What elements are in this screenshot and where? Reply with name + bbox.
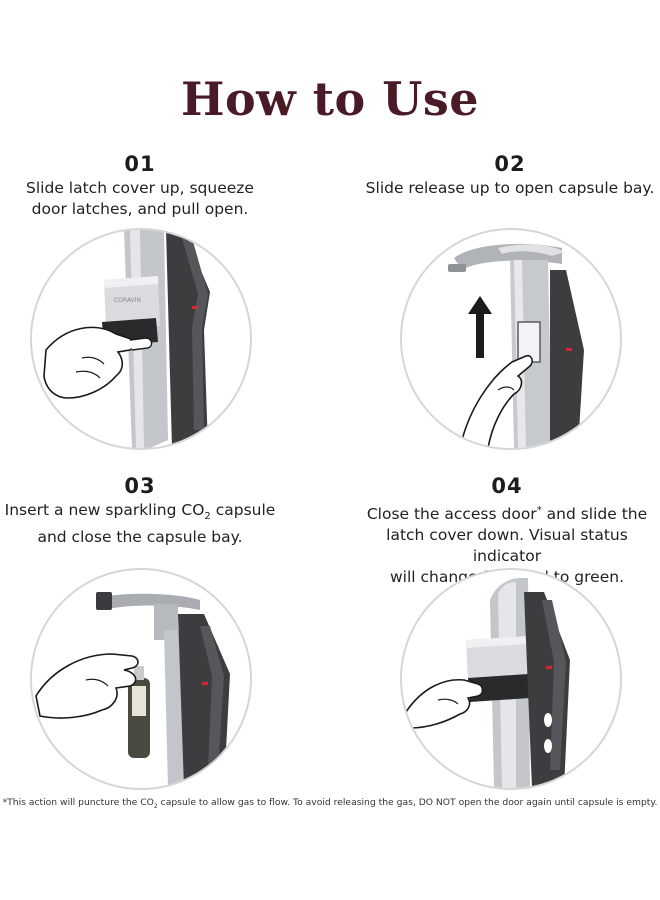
step-description: Insert a new sparkling CO2 capsule and c…	[4, 501, 276, 547]
step-02: 02 Slide release up to open capsule bay.	[355, 152, 660, 199]
device-open-door-illustration: CORAVIN	[43, 230, 210, 448]
step-02-illustration	[400, 228, 622, 450]
step-03-illustration	[30, 568, 252, 790]
hand-icon	[35, 653, 139, 719]
step-03: 03 Insert a new sparkling CO2 capsule an…	[0, 474, 280, 548]
brand-mark: CORAVIN	[114, 297, 141, 304]
co2-capsule	[128, 666, 150, 758]
hand-icon	[461, 354, 533, 448]
status-indicator	[546, 666, 552, 669]
step-01: 01 Slide latch cover up, squeeze door la…	[10, 152, 270, 220]
status-indicator	[202, 682, 208, 685]
step-number: 03	[124, 474, 156, 498]
step-number: 02	[494, 152, 526, 176]
step-number: 01	[124, 152, 156, 176]
status-indicator	[566, 348, 572, 351]
step-01-illustration: CORAVIN	[30, 228, 252, 450]
step-description: Slide latch cover up, squeeze door latch…	[26, 179, 254, 218]
step-description: Slide release up to open capsule bay.	[365, 179, 655, 197]
device-closed-illustration	[405, 578, 570, 788]
step-04-illustration	[400, 568, 622, 790]
device-insert-capsule-illustration	[35, 592, 230, 788]
step-number: 04	[491, 474, 523, 498]
device-capsule-bay-illustration	[448, 243, 584, 448]
hand-icon	[405, 678, 484, 729]
status-indicator	[192, 306, 198, 309]
footnote: *This action will puncture the CO2 capsu…	[2, 797, 658, 810]
page-title: How to Use	[181, 72, 479, 126]
hand-icon	[43, 326, 153, 399]
up-arrow-icon	[468, 296, 492, 358]
